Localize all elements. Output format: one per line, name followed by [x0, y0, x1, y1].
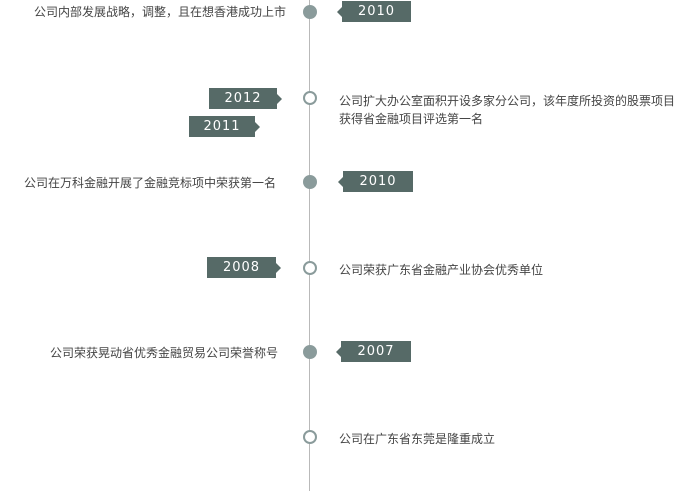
event-text: 公司内部发展战略，调整，且在想香港成功上市: [33, 5, 286, 19]
year-tag: 2012: [209, 88, 282, 109]
event-text: 获得省金融项目评选第一名: [339, 112, 484, 126]
event-text: 公司在万科金融开展了金融竞标项中荣获第一名: [23, 176, 276, 190]
event-text: 公司在广东省东莞是隆重成立: [339, 432, 496, 446]
timeline-dot-hollow: [303, 261, 317, 275]
year-tag: 2011: [189, 116, 260, 137]
timeline-dot-hollow: [303, 91, 317, 105]
timeline-dot-filled: [303, 175, 317, 189]
event-text: 公司扩大办公室面积开设多家分公司，该年度所投资的股票项目: [339, 94, 675, 108]
year-tag: 2008: [207, 257, 281, 278]
year-tag: 2007: [336, 341, 411, 362]
event-text: 公司荣获广东省金融产业协会优秀单位: [339, 263, 544, 277]
timeline-dot-hollow: [303, 430, 317, 444]
timeline-dot-filled: [303, 345, 317, 359]
timeline-dot-filled: [303, 5, 317, 19]
year-tag: 2010: [337, 1, 411, 22]
year-tag: 2010: [338, 171, 413, 192]
event-text: 公司荣获晃动省优秀金融贸易公司荣誉称号: [49, 346, 278, 360]
timeline-axis-line: [309, 0, 310, 491]
